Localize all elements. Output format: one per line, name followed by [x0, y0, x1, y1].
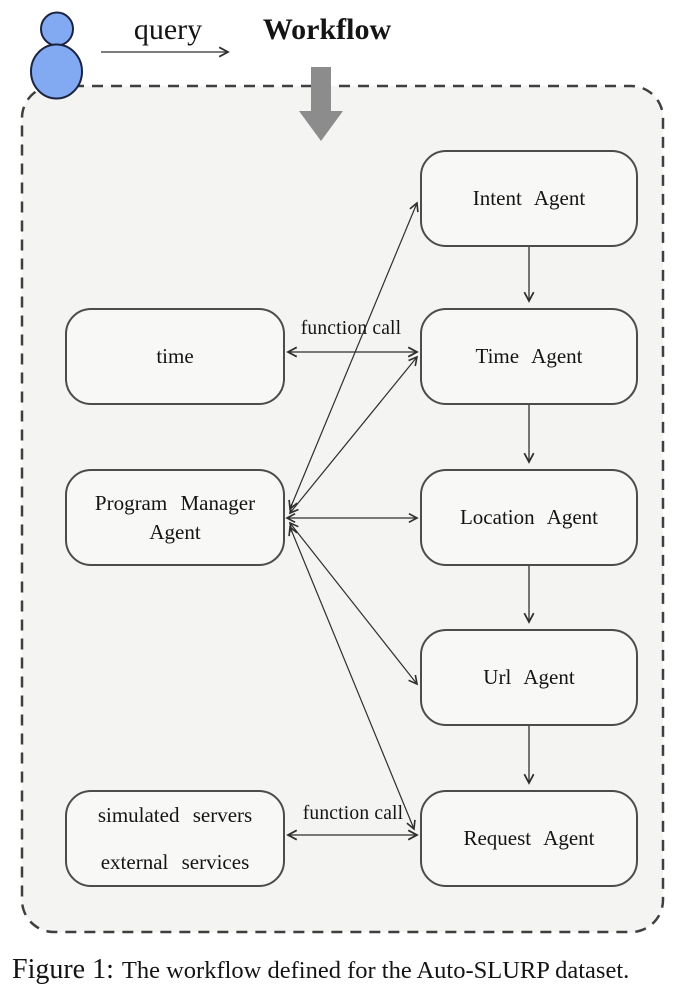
node-label: Intent Agent [472, 186, 586, 211]
workflow-down-arrow-icon [299, 67, 343, 141]
workflow-title: Workflow [262, 13, 392, 46]
node-label: Url Agent [483, 665, 575, 690]
function-call-label-top: function call [300, 318, 402, 339]
node-label: Request Agent [463, 826, 595, 851]
node-request-agent: Request Agent [420, 790, 638, 887]
user-body [30, 43, 83, 100]
node-intent-agent: Intent Agent [420, 150, 638, 247]
pm-link-request [290, 527, 414, 829]
node-url-agent: Url Agent [420, 629, 638, 726]
figure-caption-number: Figure 1: [12, 954, 114, 985]
user-head [40, 11, 74, 47]
pm-link-time [290, 357, 417, 513]
node-label: Location Agent [459, 505, 599, 530]
node-location-agent: Location Agent [420, 469, 638, 566]
node-label-line1: simulated servers [97, 803, 253, 828]
node-time-tool: time [65, 308, 285, 405]
query-label: query [133, 13, 203, 46]
node-label-line2: external services [100, 849, 250, 874]
figure-caption: Figure 1: The workflow defined for the Au… [12, 954, 676, 986]
program-manager-links [287, 203, 417, 829]
node-label: time [156, 344, 194, 369]
figure-caption-text: The workflow defined for the Auto-SLURP … [121, 957, 630, 984]
node-label: Time Agent [475, 344, 583, 369]
user-icon [30, 11, 83, 100]
node-program-manager-agent: Program Manager Agent [65, 469, 285, 566]
node-label: Program Manager Agent [94, 491, 256, 544]
node-time-agent: Time Agent [420, 308, 638, 405]
function-call-label-bottom: function call [302, 803, 404, 824]
node-simulated-servers: simulated servers external services [65, 790, 285, 887]
